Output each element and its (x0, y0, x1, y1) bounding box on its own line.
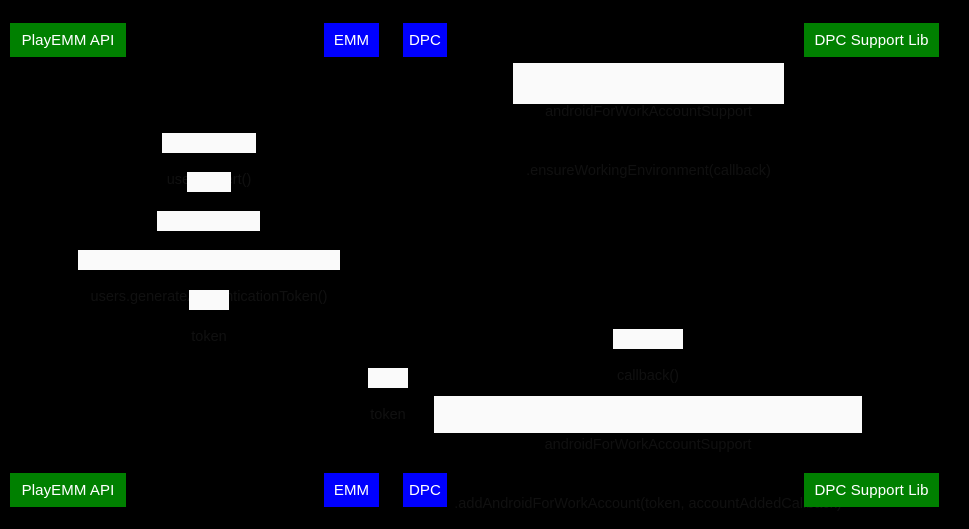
participant-header-dpc-support-lib[interactable]: DPC Support Lib (804, 23, 939, 57)
message-callback[interactable]: callback() (613, 329, 683, 384)
participant-label: PlayEMM API (21, 481, 115, 499)
participant-header-dpc[interactable]: DPC (403, 23, 447, 57)
message-line-1: androidForWorkAccountSupport (544, 437, 752, 453)
participant-label: DPC (409, 31, 441, 49)
message-token-lower[interactable]: token (368, 368, 408, 423)
message-line-1: androidForWorkAccountSupport (545, 104, 752, 120)
participant-footer-dpc-support-lib[interactable]: DPC Support Lib (804, 473, 939, 507)
participant-header-emm[interactable]: EMM (324, 23, 379, 57)
participant-label: DPC Support Lib (814, 31, 929, 49)
message-user-id[interactable]: userID (187, 172, 231, 227)
participant-label: PlayEMM API (21, 31, 115, 49)
participant-label: EMM (333, 31, 370, 49)
message-users-update[interactable]: users.update() (157, 211, 260, 266)
message-add-android-for-work-account[interactable]: androidForWorkAccountSupport .addAndroid… (434, 396, 862, 512)
participant-label: DPC (409, 481, 441, 499)
message-users-generate-authentication-token[interactable]: users.generateAuthenticationToken() (78, 250, 340, 305)
participant-label: EMM (333, 481, 370, 499)
message-line-1: callback() (616, 368, 680, 384)
participant-label: DPC Support Lib (814, 481, 929, 499)
participant-footer-emm[interactable]: EMM (324, 473, 379, 507)
message-token-upper[interactable]: token (189, 290, 229, 345)
message-line-2: .ensureWorkingEnvironment(callback) (526, 162, 771, 179)
participant-footer-playemm-api[interactable]: PlayEMM API (10, 473, 126, 507)
message-users-insert[interactable]: users.insert() (162, 133, 256, 188)
message-ensure-working-environment[interactable]: androidForWorkAccountSupport .ensureWork… (513, 63, 784, 179)
message-line-1: token (191, 329, 227, 345)
participant-header-playemm-api[interactable]: PlayEMM API (10, 23, 126, 57)
message-line-2: .addAndroidForWorkAccount(token, account… (454, 495, 842, 512)
participant-footer-dpc[interactable]: DPC (403, 473, 447, 507)
message-line-1: token (370, 407, 406, 423)
